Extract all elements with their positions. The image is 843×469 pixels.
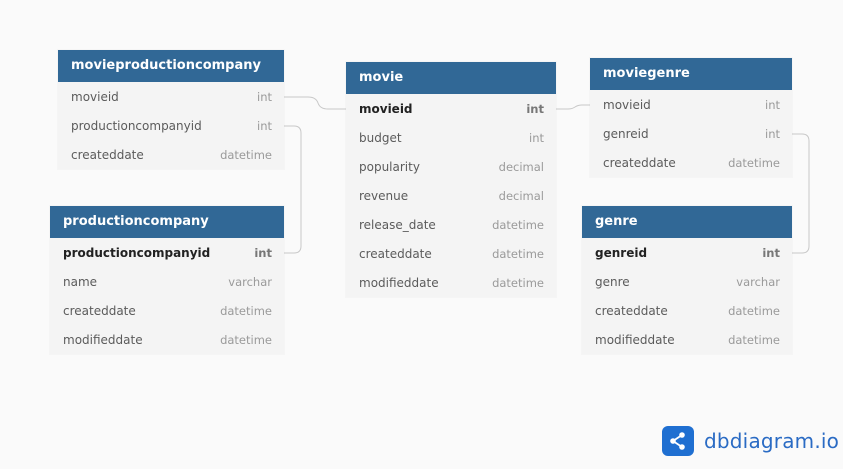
- field-type: varchar: [228, 274, 272, 289]
- table-row[interactable]: movieid int: [590, 90, 792, 119]
- field-type: int: [529, 130, 544, 145]
- table-row[interactable]: modifieddate datetime: [346, 268, 556, 297]
- field-name: popularity: [359, 159, 420, 174]
- table-row[interactable]: budget int: [346, 123, 556, 152]
- logo-text: dbdiagram.io: [704, 429, 840, 453]
- relationship-line-moviegenre-movie[interactable]: [556, 104, 590, 110]
- table-row[interactable]: createddate datetime: [590, 148, 792, 177]
- field-name: createddate: [595, 303, 668, 318]
- table-row[interactable]: createddate datetime: [582, 296, 792, 325]
- table-row[interactable]: createddate datetime: [58, 140, 284, 169]
- table-row[interactable]: modifieddate datetime: [582, 325, 792, 354]
- field-type: datetime: [492, 275, 544, 290]
- share-nodes-icon: [662, 426, 694, 456]
- field-name: modifieddate: [359, 275, 439, 290]
- field-type: datetime: [492, 217, 544, 232]
- table-row[interactable]: movieid int: [346, 94, 556, 123]
- field-name: genre: [595, 274, 630, 289]
- field-name: genreid: [603, 126, 649, 141]
- field-type: datetime: [220, 147, 272, 162]
- field-name: createddate: [359, 246, 432, 261]
- table-row[interactable]: release_date datetime: [346, 210, 556, 239]
- field-name: movieid: [71, 89, 119, 104]
- table-movieproductioncompany[interactable]: movieproductioncompany movieid int produ…: [58, 50, 284, 169]
- relationship-line-mpc-productioncompany[interactable]: [284, 125, 302, 254]
- relationship-line-mpc-movie[interactable]: [284, 96, 346, 110]
- field-name: budget: [359, 130, 402, 145]
- table-row[interactable]: productioncompanyid int: [58, 111, 284, 140]
- table-productioncompany[interactable]: productioncompany productioncompanyid in…: [50, 206, 284, 354]
- table-row[interactable]: popularity decimal: [346, 152, 556, 181]
- field-type: datetime: [220, 303, 272, 318]
- field-type: datetime: [728, 332, 780, 347]
- field-type: int: [257, 118, 272, 133]
- field-type: decimal: [498, 159, 544, 174]
- field-name: productioncompanyid: [63, 245, 211, 260]
- table-header[interactable]: movieproductioncompany: [58, 50, 284, 82]
- field-name: movieid: [359, 101, 413, 116]
- field-type: decimal: [498, 188, 544, 203]
- field-type: datetime: [220, 332, 272, 347]
- table-row[interactable]: createddate datetime: [50, 296, 284, 325]
- dbdiagram-logo[interactable]: dbdiagram.io: [662, 426, 839, 456]
- field-name: modifieddate: [63, 332, 143, 347]
- field-name: movieid: [603, 97, 651, 112]
- table-header[interactable]: moviegenre: [590, 58, 792, 90]
- field-name: name: [63, 274, 98, 289]
- field-name: genreid: [595, 245, 648, 260]
- table-row[interactable]: revenue decimal: [346, 181, 556, 210]
- table-header[interactable]: movie: [346, 62, 556, 94]
- field-type: datetime: [728, 155, 780, 170]
- field-type: int: [765, 126, 780, 141]
- field-name: modifieddate: [595, 332, 675, 347]
- table-row[interactable]: genre varchar: [582, 267, 792, 296]
- field-type: int: [254, 245, 272, 260]
- field-name: createddate: [71, 147, 144, 162]
- table-row[interactable]: modifieddate datetime: [50, 325, 284, 354]
- field-type: datetime: [492, 246, 544, 261]
- table-row[interactable]: name varchar: [50, 267, 284, 296]
- table-moviegenre[interactable]: moviegenre movieid int genreid int creat…: [590, 58, 792, 177]
- table-row[interactable]: genreid int: [590, 119, 792, 148]
- table-header[interactable]: genre: [582, 206, 792, 238]
- table-row[interactable]: genreid int: [582, 238, 792, 267]
- field-name: release_date: [359, 217, 436, 232]
- field-type: int: [526, 101, 544, 116]
- field-name: revenue: [359, 188, 409, 203]
- field-name: productioncompanyid: [71, 118, 202, 133]
- table-genre[interactable]: genre genreid int genre varchar createdd…: [582, 206, 792, 354]
- field-type: varchar: [736, 274, 780, 289]
- table-row[interactable]: productioncompanyid int: [50, 238, 284, 267]
- field-type: int: [762, 245, 780, 260]
- field-type: int: [765, 97, 780, 112]
- table-movie[interactable]: movie movieid int budget int popularity …: [346, 62, 556, 297]
- table-row[interactable]: createddate datetime: [346, 239, 556, 268]
- table-row[interactable]: movieid int: [58, 82, 284, 111]
- relationship-line-moviegenre-genre[interactable]: [792, 133, 810, 254]
- field-type: datetime: [728, 303, 780, 318]
- field-name: createddate: [63, 303, 136, 318]
- field-name: createddate: [603, 155, 676, 170]
- field-type: int: [257, 89, 272, 104]
- table-header[interactable]: productioncompany: [50, 206, 284, 238]
